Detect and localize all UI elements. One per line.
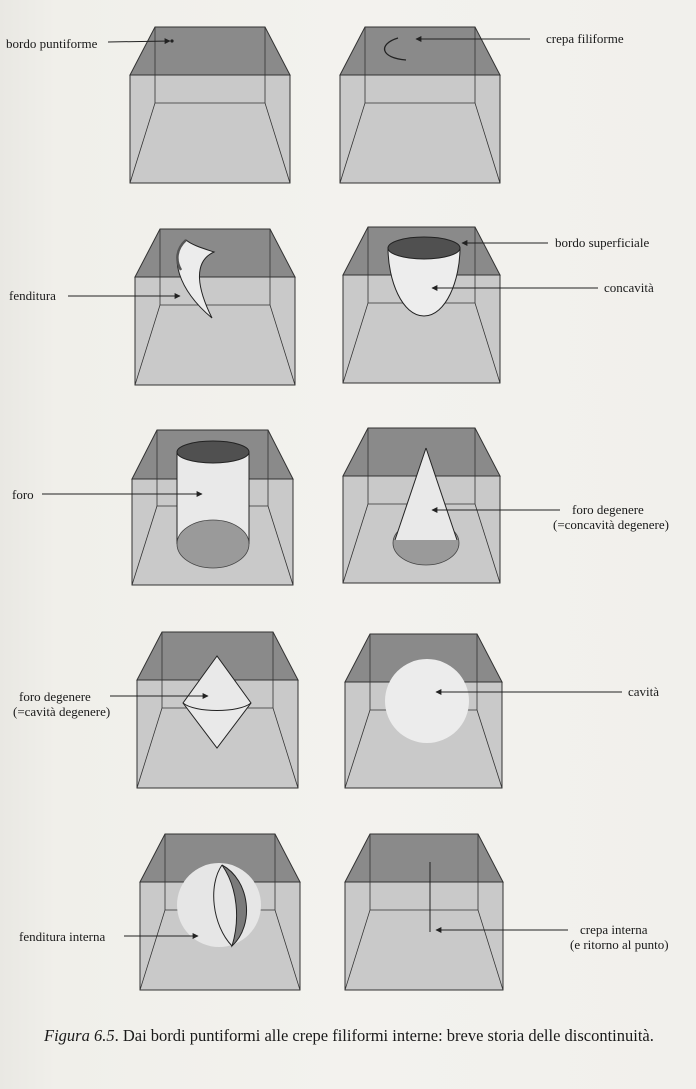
cube-fenditura (134, 228, 296, 386)
label-crepa-interna-b: (e ritorno al punto) (570, 937, 669, 952)
cube-foro-degenere-cavita (136, 631, 299, 789)
label-foro-degenere-2b: (=cavità degenere) (13, 704, 111, 719)
degenerate-cone (395, 448, 457, 540)
internal-slit (221, 864, 247, 948)
label-foro-degenere-1b: (=concavità degenere) (553, 517, 669, 532)
cube-crepa-interna (344, 833, 504, 991)
label-cavita: cavità (628, 684, 660, 699)
cube-foro (131, 429, 294, 586)
label-foro-degenere-1: foro degenere (572, 502, 644, 517)
concavity-bowl (387, 247, 461, 317)
label-concavita: concavità (604, 280, 654, 295)
bicone (182, 655, 252, 749)
label-bordo-puntiforme: bordo puntiforme (6, 36, 98, 51)
caption-text: . Dai bordi puntiformi alle crepe filifo… (114, 1026, 654, 1045)
label-foro-degenere-2: foro degenere (19, 689, 91, 704)
cube-foro-degenere-concavita (342, 427, 501, 584)
cube-cavita (344, 633, 503, 789)
figure-6-5 (42, 26, 622, 991)
label-bordo-superficiale: bordo superficiale (555, 235, 650, 250)
arrow-bordo-puntiforme (107, 38, 171, 45)
cube-concavita (342, 226, 501, 384)
label-fenditura-interna: fenditura interna (19, 929, 106, 944)
cube-bordo-puntiforme (129, 26, 291, 184)
label-crepa-interna: crepa interna (580, 922, 648, 937)
hole-bottom (176, 519, 250, 569)
surface-edge-ellipse (387, 236, 461, 260)
label-fenditura: fenditura (9, 288, 56, 303)
caption-figure-ref: Figura 6.5 (44, 1026, 115, 1045)
hole-top (176, 440, 250, 464)
slit-surface (176, 239, 216, 319)
point-edge (170, 39, 174, 43)
line-crack (384, 37, 407, 61)
cavity-sphere (385, 659, 469, 743)
cube-crepa-filiforme (339, 26, 501, 184)
label-foro: foro (12, 487, 34, 502)
cube-fenditura-interna (139, 833, 301, 991)
label-crepa-filiforme: crepa filiforme (546, 31, 624, 46)
figure-caption: Figura 6.5. Dai bordi puntiformi alle cr… (44, 1026, 664, 1046)
